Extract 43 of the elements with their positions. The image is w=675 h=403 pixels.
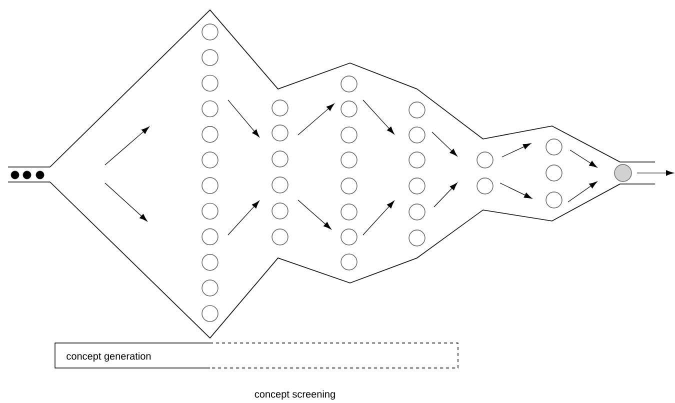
circle xyxy=(340,178,358,194)
dot xyxy=(36,170,44,180)
circle xyxy=(408,178,426,194)
circle xyxy=(202,280,218,296)
circle xyxy=(202,49,218,66)
circle xyxy=(408,126,426,144)
circle xyxy=(546,138,562,156)
circle xyxy=(272,100,288,116)
circle xyxy=(202,254,218,271)
circle xyxy=(202,24,218,40)
circle xyxy=(340,76,358,92)
circle xyxy=(202,100,218,118)
circle xyxy=(408,102,426,118)
circle xyxy=(340,228,358,246)
circle xyxy=(340,204,358,220)
circle xyxy=(272,176,288,194)
circle xyxy=(202,228,218,246)
circle xyxy=(476,178,494,194)
circle xyxy=(202,126,218,143)
circle xyxy=(340,254,358,270)
circle xyxy=(340,100,358,118)
circle xyxy=(408,230,426,246)
circle xyxy=(340,152,358,168)
circle xyxy=(614,164,632,182)
circle xyxy=(202,305,218,322)
circle xyxy=(202,177,218,194)
circle xyxy=(202,152,218,168)
circle xyxy=(546,164,562,182)
circle xyxy=(340,126,358,144)
circle xyxy=(272,124,288,142)
circle xyxy=(546,192,562,208)
circle xyxy=(408,152,426,168)
circle xyxy=(272,202,288,220)
stage-label: concept screening xyxy=(254,390,335,400)
dot xyxy=(10,170,20,180)
circle xyxy=(272,150,288,168)
circle xyxy=(202,74,218,92)
circle xyxy=(476,152,494,168)
circle xyxy=(202,202,218,220)
circle xyxy=(408,204,426,220)
circle xyxy=(272,228,288,246)
text-box: concept generation xyxy=(54,342,458,368)
dot xyxy=(22,170,32,180)
